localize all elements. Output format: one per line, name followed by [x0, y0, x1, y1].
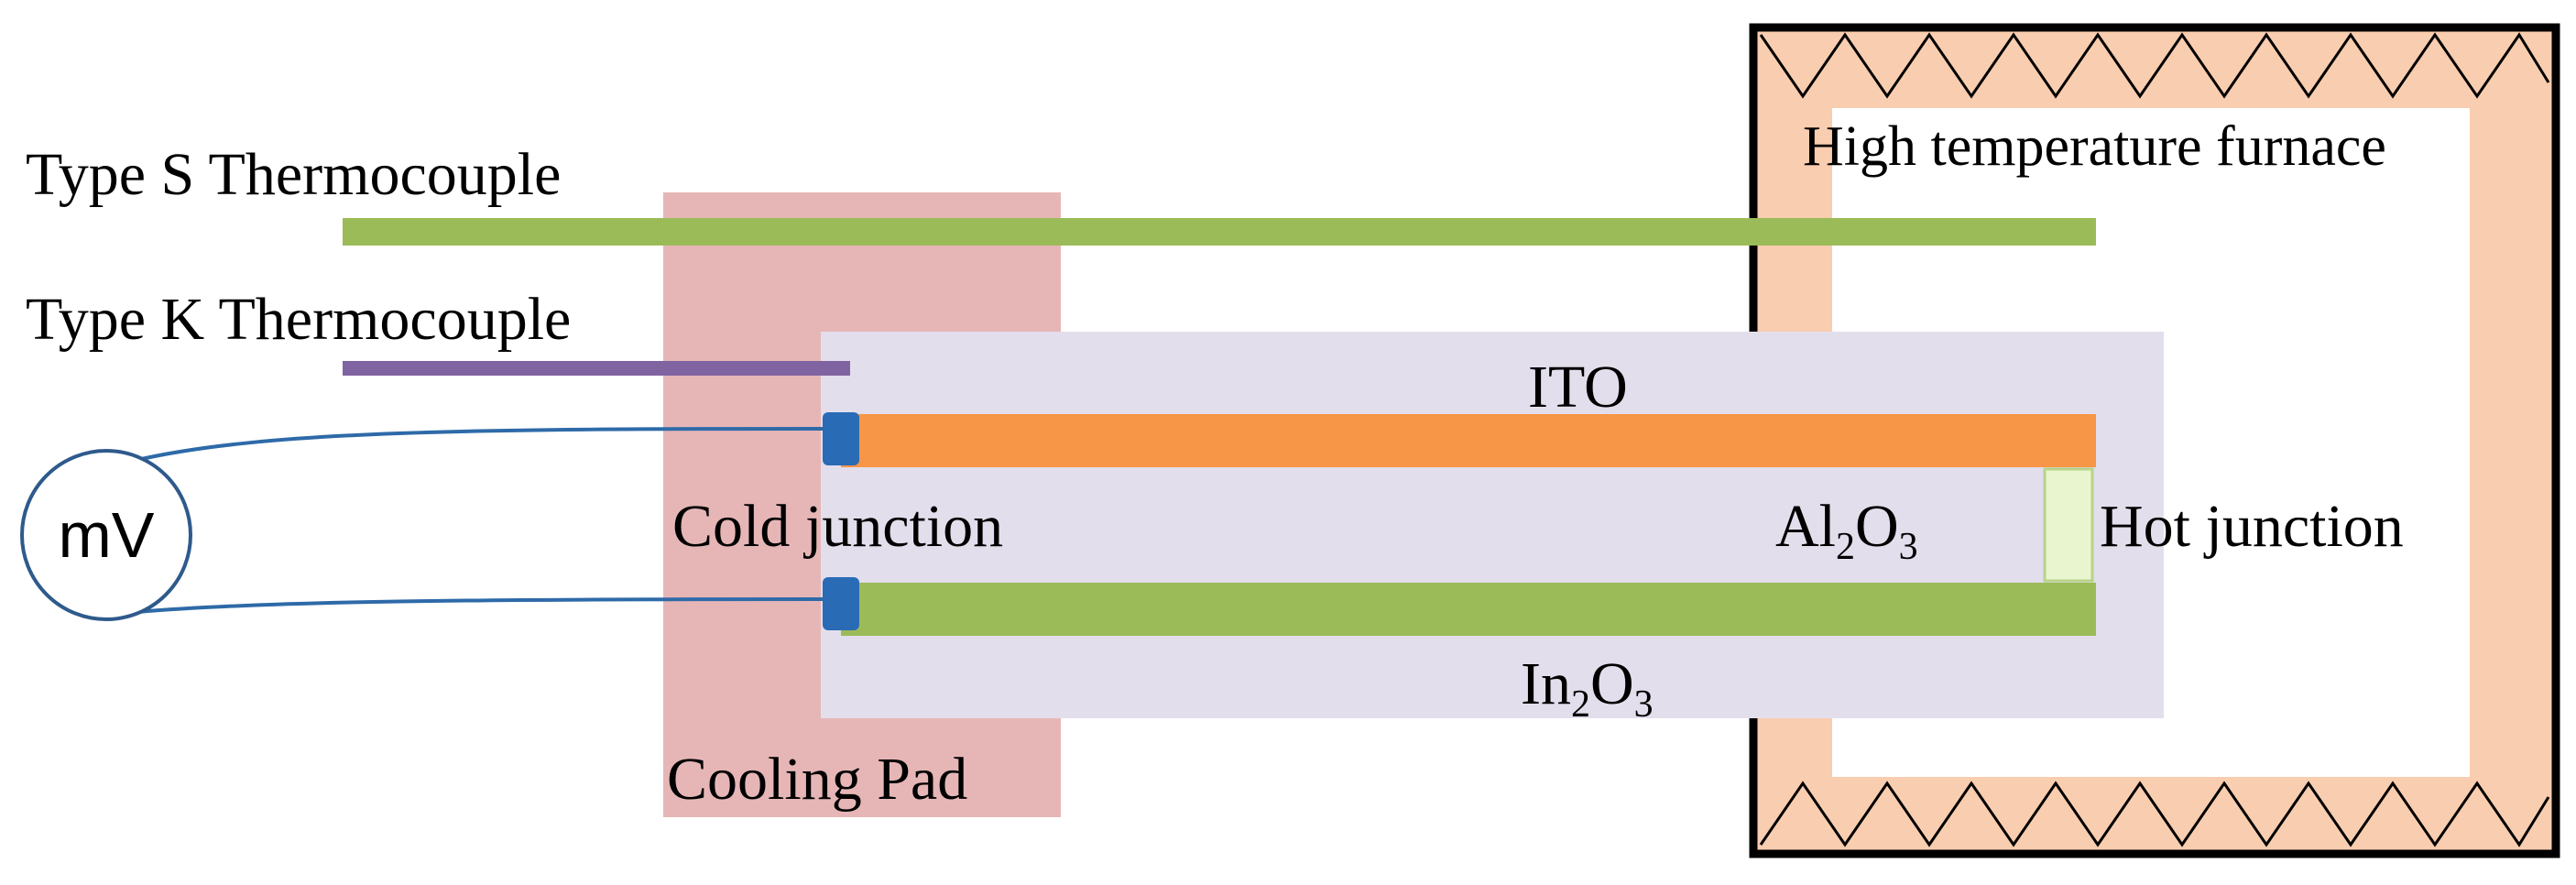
lead-wire-bottom	[136, 597, 825, 614]
in2o3-film	[841, 583, 2096, 636]
in2o3-label-sub-1: 2	[1571, 683, 1590, 726]
type-s-thermocouple-label: Type S Thermocouple	[26, 141, 561, 208]
hot-junction-pad	[2043, 467, 2094, 583]
millivolt-meter	[20, 449, 192, 621]
in2o3-label-part-2: O	[1590, 650, 1634, 717]
al2o3-label-part-1: Al	[1775, 493, 1836, 560]
furnace-heating-element-bottom	[1759, 781, 2550, 847]
furnace-label: High temperature furnace	[1803, 115, 2386, 178]
furnace-heating-element-top	[1759, 32, 2550, 99]
cold-junction-pad-bottom	[823, 577, 859, 630]
al2o3-label: Al2O3	[1775, 493, 1918, 568]
type-k-thermocouple-label: Type K Thermocouple	[26, 286, 571, 353]
al2o3-label-sub-2: 3	[1899, 526, 1918, 568]
al2o3-label-sub-1: 2	[1836, 526, 1855, 568]
ito-film	[841, 414, 2096, 467]
in2o3-label: In2O3	[1521, 650, 1654, 726]
in2o3-label-part-1: In	[1521, 650, 1571, 717]
cold-junction-label: Cold junction	[672, 493, 1003, 560]
ito-label: ITO	[1528, 354, 1628, 421]
type-s-thermocouple-wire	[343, 218, 2096, 246]
substrate	[821, 332, 2164, 718]
type-k-thermocouple-wire	[343, 361, 850, 376]
lead-wire-top	[136, 427, 825, 462]
in2o3-label-sub-2: 3	[1634, 683, 1654, 726]
cooling-pad-label: Cooling Pad	[667, 746, 967, 813]
al2o3-label-part-2: O	[1855, 493, 1899, 560]
millivolt-meter-label: mV	[59, 499, 155, 571]
cold-junction-pad-top	[823, 412, 859, 465]
hot-junction-label: Hot junction	[2100, 493, 2404, 560]
